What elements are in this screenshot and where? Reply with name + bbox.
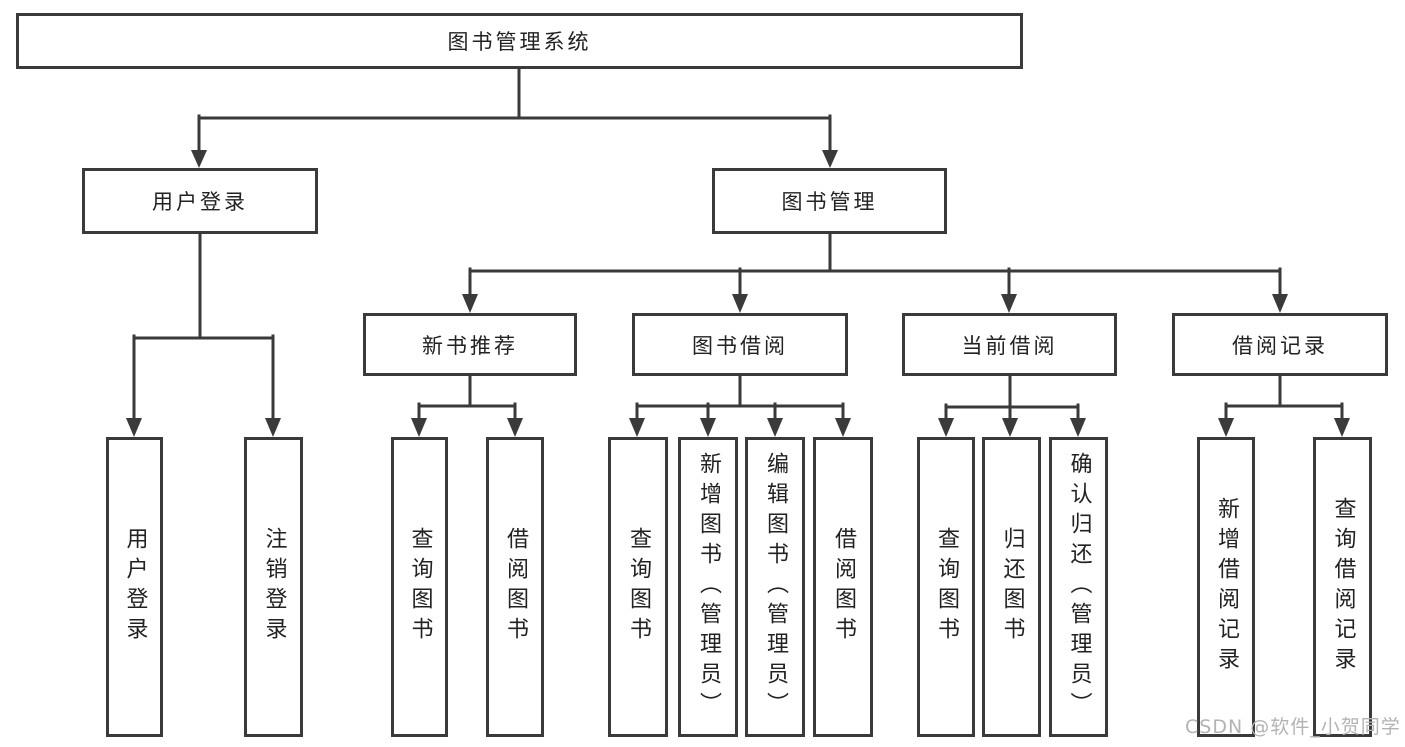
node-borrow-records: 借阅记录: [1172, 313, 1388, 376]
leaf-records-query-record: 查询借阅记录: [1313, 437, 1372, 737]
leaf-borrow-edit-books-admin: 编辑图书（管理员）: [745, 437, 805, 737]
leaf-current-confirm-return-admin: 确认归还（管理员）: [1049, 437, 1108, 737]
tree-edges: [132, 67, 1344, 425]
node-new-book-recommend: 新书推荐: [363, 313, 577, 376]
node-root: 图书管理系统: [16, 13, 1023, 69]
node-book-management: 图书管理: [712, 168, 947, 234]
leaf-recommend-query-books: 查询图书: [391, 437, 448, 737]
node-current-borrow: 当前借阅: [902, 313, 1117, 376]
node-book-borrow: 图书借阅: [632, 313, 848, 376]
node-user-login: 用户登录: [82, 168, 318, 234]
leaf-records-add-record: 新增借阅记录: [1197, 437, 1255, 737]
leaf-recommend-borrow-books: 借阅图书: [486, 437, 544, 737]
leaf-borrow-borrow-books: 借阅图书: [813, 437, 873, 737]
leaf-user-login: 用户登录: [106, 437, 163, 737]
arrowheads: [126, 150, 1350, 437]
leaf-current-query-books: 查询图书: [917, 437, 975, 737]
leaf-borrow-add-books-admin: 新增图书（管理员）: [678, 437, 738, 737]
leaf-logout: 注销登录: [244, 437, 303, 737]
watermark: CSDN @软件_小贺同学: [1185, 716, 1401, 738]
leaf-current-return-books: 归还图书: [982, 437, 1041, 737]
leaf-borrow-query-books: 查询图书: [608, 437, 668, 737]
